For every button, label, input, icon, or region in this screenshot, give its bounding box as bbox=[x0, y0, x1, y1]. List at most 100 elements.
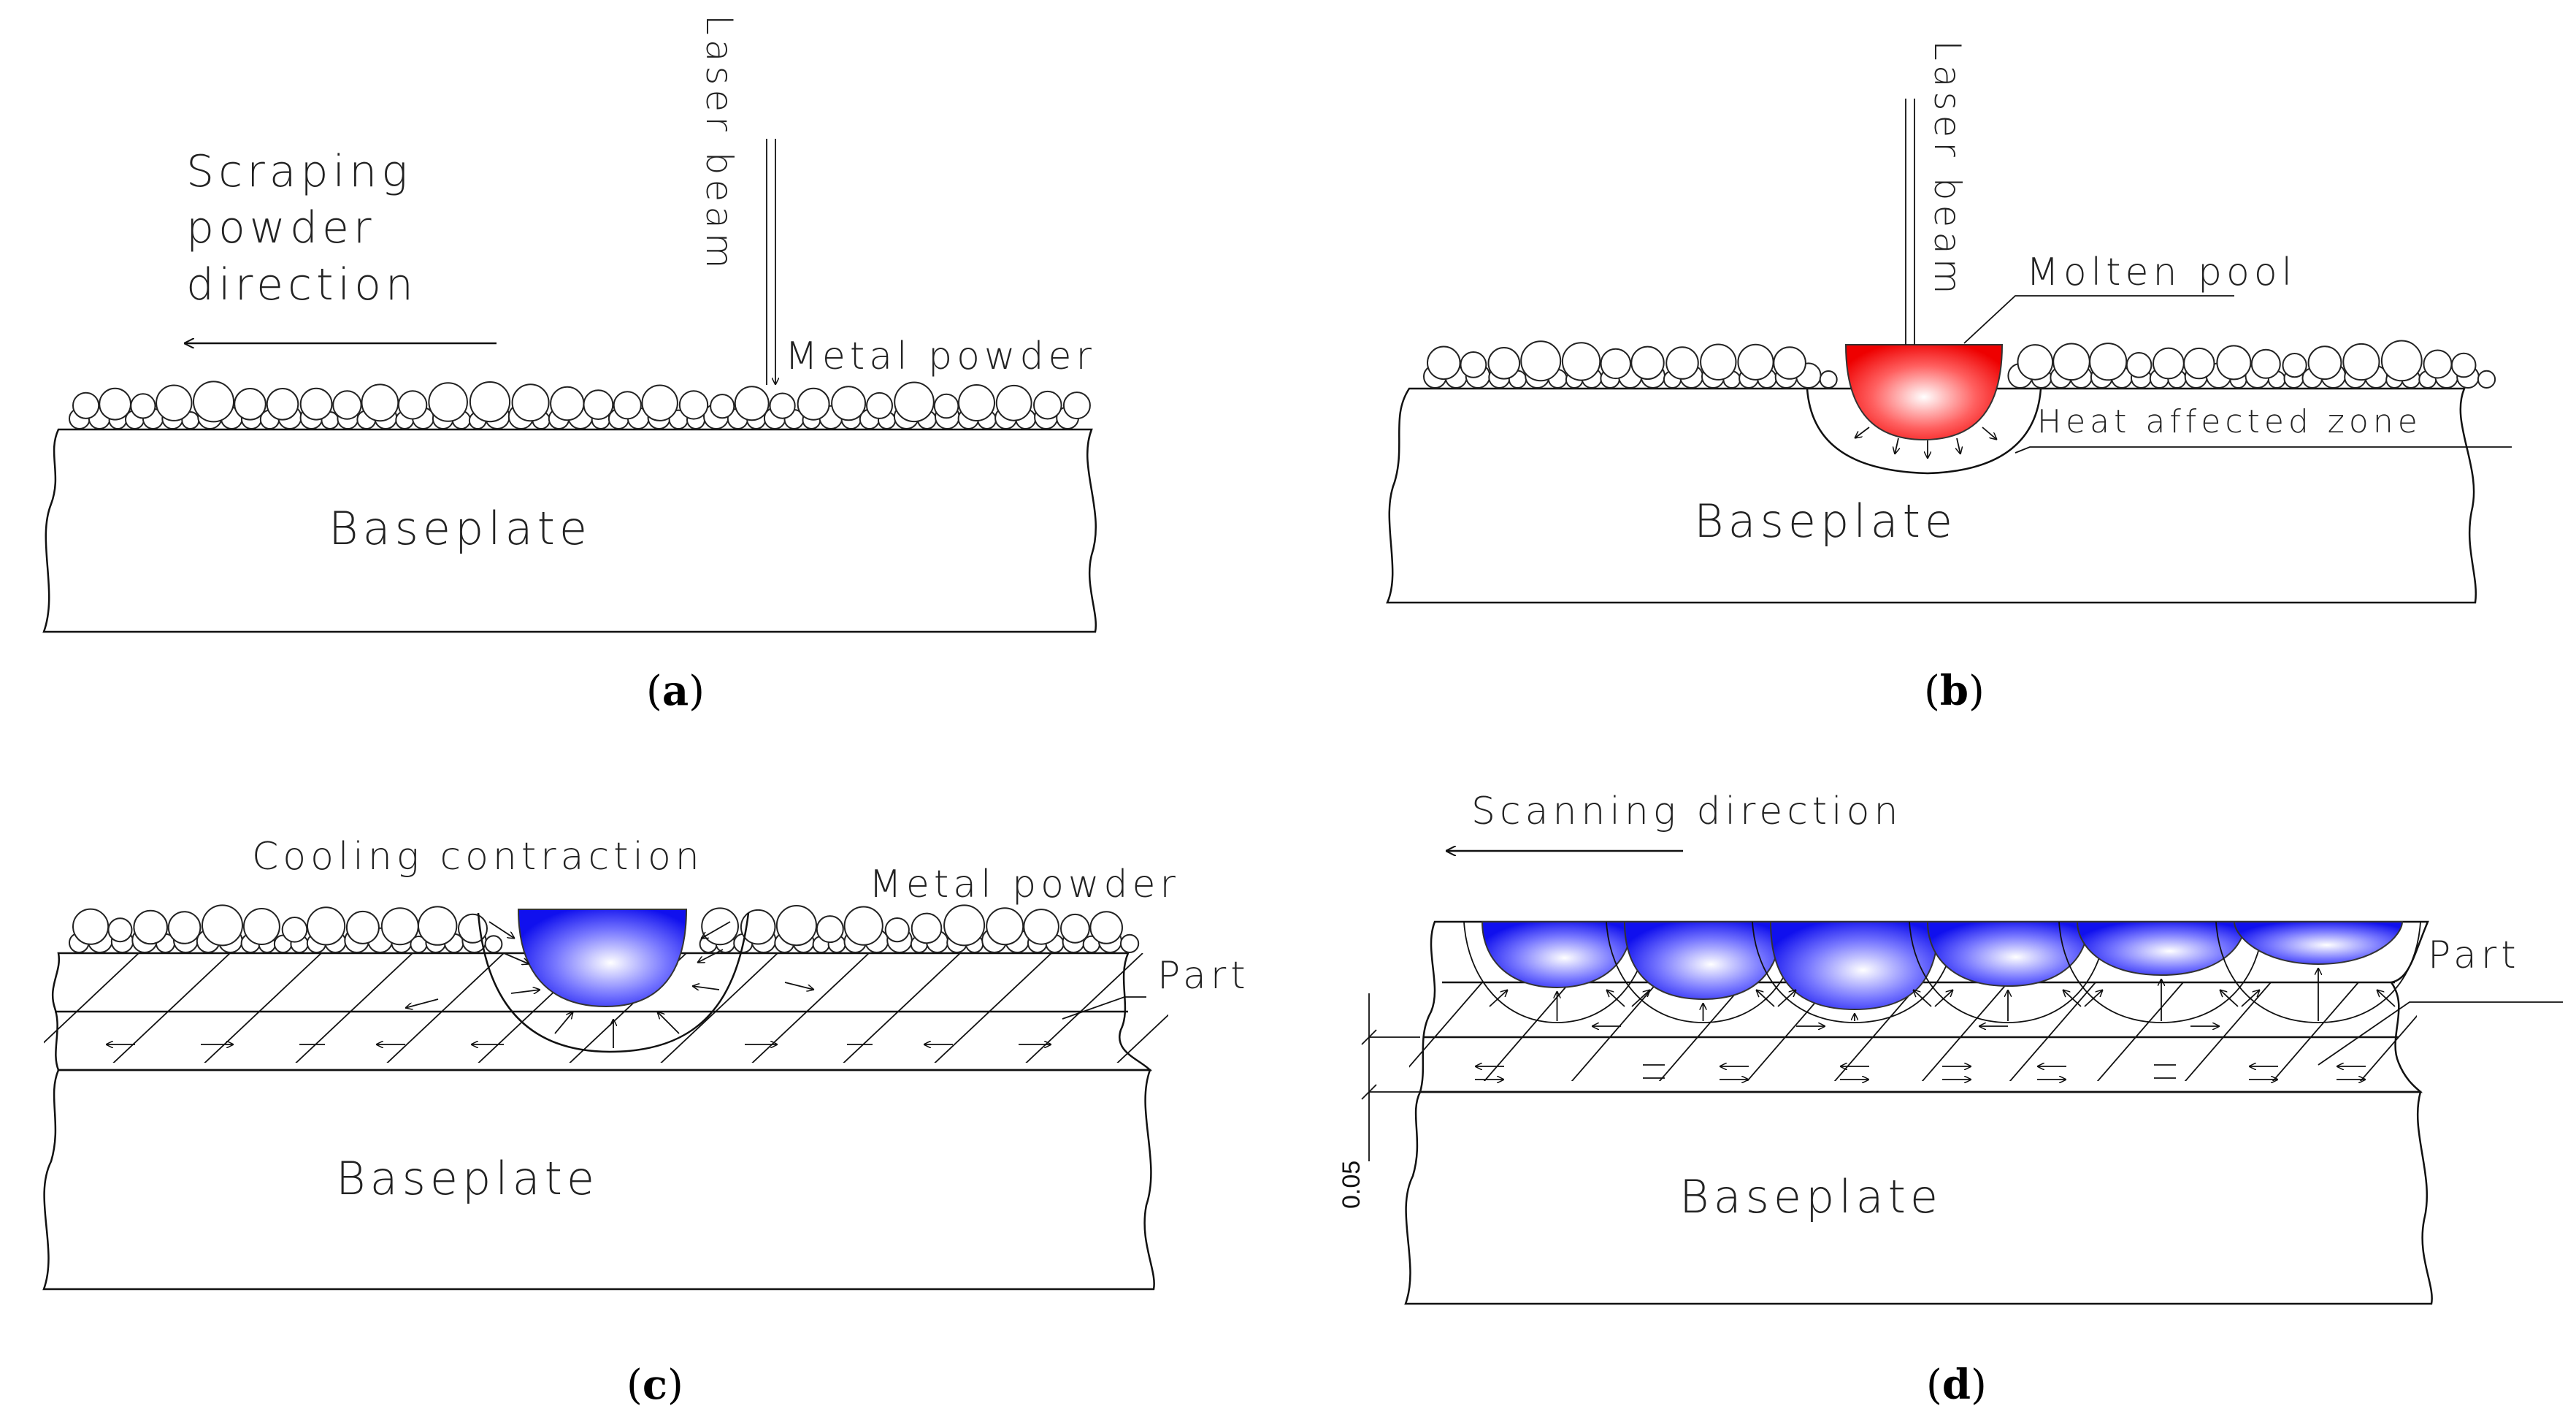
panel-b: Laser beam Molten pool Heat affected zon… bbox=[1386, 40, 2512, 715]
powder-particle bbox=[831, 386, 867, 421]
powder-particle bbox=[2282, 353, 2307, 378]
powder-particle bbox=[701, 907, 739, 946]
powder-particle bbox=[266, 388, 299, 421]
powder-particle bbox=[613, 391, 642, 420]
powder-particle bbox=[469, 381, 511, 423]
hatch-line bbox=[204, 953, 322, 1063]
hatch-line bbox=[295, 953, 413, 1063]
powder-particle bbox=[458, 913, 488, 944]
powder-particle bbox=[678, 390, 709, 420]
powder-particle bbox=[1033, 390, 1062, 420]
contraction-arrow bbox=[2220, 990, 2239, 1007]
powder-particle bbox=[332, 390, 362, 420]
powder-particle bbox=[866, 391, 893, 419]
baseplate-c bbox=[42, 1069, 1155, 1291]
powder-particle bbox=[2183, 347, 2215, 380]
powder-particle bbox=[2089, 343, 2128, 381]
powder-particle bbox=[1630, 345, 1665, 380]
powder-particle bbox=[2250, 348, 2281, 379]
powder-particle bbox=[99, 387, 132, 421]
powder-particle bbox=[1060, 913, 1090, 944]
part-leader-d bbox=[2318, 1001, 2563, 1066]
hatch-line bbox=[2359, 1015, 2417, 1081]
baseplate-label-c: Baseplate bbox=[336, 1152, 599, 1205]
powder-particle bbox=[1665, 346, 1699, 380]
contraction-arrow bbox=[1934, 990, 1953, 1007]
powder-particle bbox=[1427, 345, 1461, 381]
powder-particle bbox=[816, 915, 844, 944]
part-label-c: Part bbox=[1157, 954, 1250, 998]
powder-particle bbox=[740, 909, 776, 945]
stress-arrows-c bbox=[106, 982, 1051, 1044]
powder-particle bbox=[242, 908, 280, 945]
hatch-line bbox=[1658, 982, 1746, 1081]
powder-particle bbox=[1120, 933, 1140, 954]
hatch-line bbox=[44, 953, 139, 1044]
powder-particle bbox=[1023, 909, 1059, 945]
scan-track-pool bbox=[2076, 921, 2247, 977]
contraction-zone-outline bbox=[477, 912, 750, 1053]
powder-particle bbox=[107, 917, 133, 943]
stress-arrows-d bbox=[1475, 1026, 2366, 1080]
powder-particle bbox=[167, 911, 202, 944]
scan-tracks-d bbox=[1463, 921, 2421, 1023]
powder-particle bbox=[843, 906, 883, 946]
baseplate-d bbox=[1404, 1090, 2433, 1305]
hatch-line bbox=[1833, 982, 1921, 1081]
panel-c: Cooling contraction Metal powder Part Ba… bbox=[42, 835, 1250, 1409]
contraction-arrow bbox=[1777, 990, 1796, 1007]
powder-particle bbox=[769, 392, 796, 419]
powder-particle bbox=[884, 917, 910, 943]
powder-particle bbox=[193, 381, 234, 423]
cooling-contraction-label: Cooling contraction bbox=[252, 835, 704, 879]
hatch-line bbox=[2009, 982, 2096, 1081]
heat-affected-zone-label: Heat affected zone bbox=[2037, 403, 2422, 440]
powder-particle bbox=[156, 384, 193, 421]
powder-particle bbox=[911, 912, 943, 944]
hatch-line bbox=[843, 953, 961, 1063]
powder-particle bbox=[894, 381, 935, 423]
laser-beam-label-a: Laser beam bbox=[698, 15, 740, 273]
powder-particle bbox=[710, 394, 735, 419]
metal-powder-label-a: Metal powder bbox=[785, 335, 1096, 378]
metal-powder-label-c: Metal powder bbox=[869, 863, 1180, 906]
laser-beam-label-b: Laser beam bbox=[1926, 40, 1969, 299]
hatch-line bbox=[1921, 982, 2009, 1081]
thickness-dimension bbox=[1361, 993, 1420, 1161]
powder-particle bbox=[641, 384, 678, 421]
powder-particle bbox=[72, 908, 110, 945]
powder-particle bbox=[583, 389, 614, 420]
powder-particle bbox=[1460, 351, 1487, 378]
powder-particle bbox=[958, 384, 995, 421]
powder-particle bbox=[2477, 370, 2496, 389]
panel-a: Laser beam Scraping powder direction Met… bbox=[42, 15, 1097, 715]
powder-particle bbox=[2342, 343, 2380, 381]
part-label-d: Part bbox=[2428, 933, 2521, 977]
powder-particle bbox=[281, 917, 308, 943]
thickness-label: 0.05 bbox=[1338, 1161, 1365, 1209]
metal-powder-b bbox=[1423, 340, 2496, 389]
baseplate-label-b: Baseplate bbox=[1694, 494, 1957, 548]
part-layer-c bbox=[51, 952, 1153, 1071]
hatch-line bbox=[112, 953, 231, 1063]
hatch-line bbox=[1483, 982, 1571, 1081]
powder-particle bbox=[933, 393, 959, 419]
hatch-line bbox=[1409, 982, 1483, 1068]
powder-particle bbox=[797, 387, 830, 421]
powder-particle bbox=[361, 383, 399, 422]
powder-particle bbox=[943, 904, 986, 947]
contraction-zone-outline bbox=[2058, 921, 2264, 1023]
contraction-arrow bbox=[2063, 990, 2082, 1007]
powder-particle bbox=[1089, 911, 1123, 944]
powder-particle bbox=[986, 907, 1024, 946]
powder-particle bbox=[1520, 340, 1562, 382]
powder-particle bbox=[995, 384, 1032, 421]
powder-particle bbox=[2423, 349, 2453, 379]
hatch-line bbox=[386, 953, 505, 1063]
contraction-zone-outline bbox=[1752, 921, 1958, 1023]
baseplate-label-a: Baseplate bbox=[329, 502, 591, 555]
hatch-line bbox=[751, 953, 870, 1063]
powder-particle bbox=[307, 906, 346, 946]
powder-particle bbox=[1561, 342, 1601, 381]
powder-particle bbox=[234, 388, 267, 421]
